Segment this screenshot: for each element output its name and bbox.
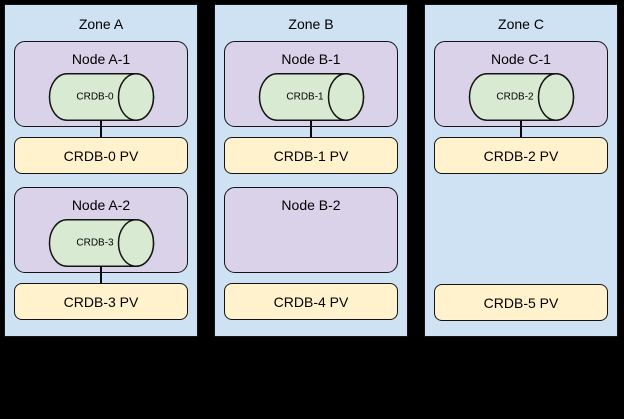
node-a1-label: Node A-1	[71, 51, 131, 67]
zone-a: Zone A Node A-1 CRDB-0 CRDB-0 PV Node A-…	[4, 4, 198, 337]
zone-a-title: Zone A	[78, 16, 124, 32]
node-b1-pv-link-stem	[310, 121, 312, 126]
zone-c-empty-space	[434, 174, 608, 284]
zone-c-title: Zone C	[498, 16, 544, 32]
node-b2: Node B-2	[224, 187, 398, 273]
zone-c: Zone C Node C-1 CRDB-2 CRDB-2 PV CRDB-5 …	[424, 4, 618, 337]
crdb-1-pv-box: CRDB-1 PV	[224, 137, 398, 174]
crdb-2-cylinder-icon: CRDB-2	[468, 73, 574, 121]
crdb-1-label: CRDB-1	[286, 92, 324, 103]
node-b2-label: Node B-2	[281, 197, 341, 213]
crdb-2-label: CRDB-2	[496, 92, 534, 103]
crdb-0-label: CRDB-0	[76, 92, 114, 103]
node-c1: Node C-1 CRDB-2	[434, 41, 608, 127]
crdb-1-cylinder-icon: CRDB-1	[258, 73, 364, 121]
crdb-4-pv-box: CRDB-4 PV	[224, 283, 398, 320]
node-c1-label: Node C-1	[491, 51, 551, 67]
crdb0-pv-connector-line	[100, 127, 102, 137]
crdb-3-label: CRDB-3	[76, 238, 114, 249]
node-b1: Node B-1 CRDB-1	[224, 41, 398, 127]
node-a2: Node A-2 CRDB-3	[14, 187, 188, 273]
crdb-0-pv-box: CRDB-0 PV	[14, 137, 188, 174]
node-a2-label: Node A-2	[71, 197, 131, 213]
zone-b-title: Zone B	[288, 16, 334, 32]
node-a1: Node A-1 CRDB-0	[14, 41, 188, 127]
zone-b: Zone B Node B-1 CRDB-1 CRDB-1 PV Node B-…	[214, 4, 408, 337]
node-a2-pv-link-stem	[100, 267, 102, 272]
crdb-3-cylinder-icon: CRDB-3	[48, 219, 154, 267]
crdb3-pv-connector-line	[100, 273, 102, 283]
crdb1-pv-connector-line	[310, 127, 312, 137]
crdb-0-cylinder-icon: CRDB-0	[48, 73, 154, 121]
node-c1-pv-link-stem	[520, 121, 522, 126]
crdb2-pv-connector-line	[520, 127, 522, 137]
crdb-5-pv-box: CRDB-5 PV	[434, 284, 608, 321]
node-a1-pv-link-stem	[100, 121, 102, 126]
crdb-3-pv-box: CRDB-3 PV	[14, 283, 188, 320]
node-b1-label: Node B-1	[281, 51, 341, 67]
crdb-2-pv-box: CRDB-2 PV	[434, 137, 608, 174]
